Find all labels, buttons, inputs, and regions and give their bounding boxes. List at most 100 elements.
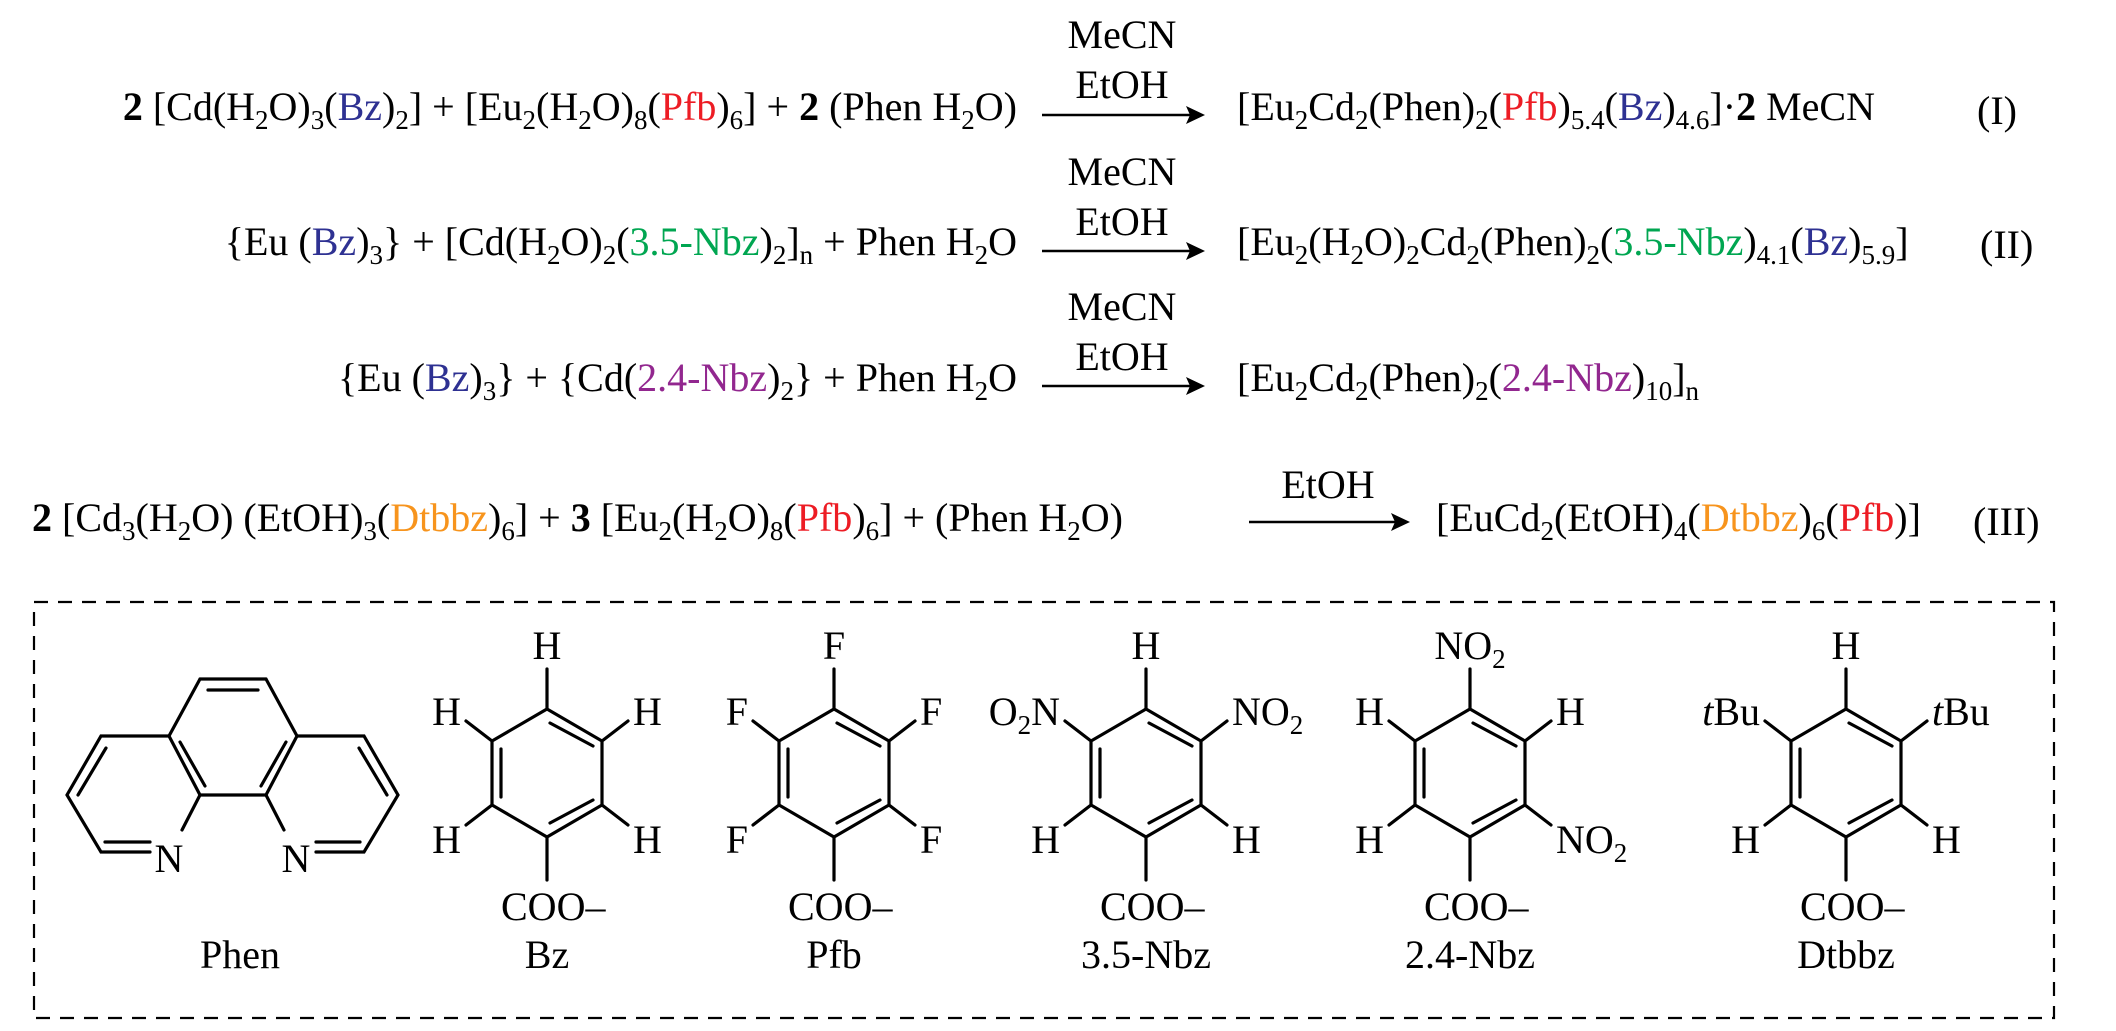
formula-text: [Cd(H	[143, 84, 255, 129]
formula-text: (	[377, 495, 390, 540]
formula-text: 2	[799, 84, 819, 129]
subscript: 2	[1466, 240, 1480, 270]
phen-nitrogen-right: N	[282, 836, 311, 881]
subscript: 3	[122, 516, 136, 546]
formula-text: O)	[1081, 495, 1123, 540]
carboxylate-group: COO–	[788, 884, 893, 929]
reaction-3-condition-1: MeCN	[1068, 284, 1177, 329]
substituent-lower-left: H	[1031, 817, 1060, 862]
ligand-name: Pfb	[806, 932, 862, 977]
substituent-upper-left: O2N	[989, 689, 1060, 740]
formula-text: O	[988, 219, 1017, 264]
formula-text: + Phen H	[813, 219, 974, 264]
ligand-abbreviation: Bz	[425, 355, 469, 400]
formula-text: ] +	[515, 495, 571, 540]
formula-text: F	[726, 817, 748, 862]
subscript: 6	[730, 105, 744, 135]
formula-text: O	[989, 689, 1018, 734]
substituent-top: NO2	[1434, 623, 1505, 674]
reaction-3: {Eu (Bz)3} + {Cd(2.4-Nbz)2} + Phen H2O M…	[338, 284, 1700, 406]
formula-text: (	[1790, 219, 1803, 264]
formula-text: )	[488, 495, 501, 540]
formula-text: 2	[123, 84, 143, 129]
formula-text: ] + (Phen H	[879, 495, 1067, 540]
subscript: 10	[1645, 376, 1672, 406]
substituent-upper-left: tBu	[1702, 689, 1760, 734]
reaction-4-reactants: 2 [Cd3(H2O) (EtOH)3(Dtbbz)6] + 3 [Eu2(H2…	[32, 495, 1123, 546]
formula-text: H	[1132, 623, 1161, 668]
reaction-arrow	[1042, 242, 1205, 260]
formula-text: [Eu	[1237, 84, 1295, 129]
formula-text: )	[356, 219, 369, 264]
reaction-4-condition-1: EtOH	[1281, 462, 1374, 507]
formula-text: O)	[592, 84, 634, 129]
substituent-lower-right: F	[920, 817, 942, 862]
formula-text: (	[1687, 495, 1700, 540]
ligand-abbreviation: Bz	[312, 219, 356, 264]
formula-text: H	[1355, 817, 1384, 862]
formula-text: O)	[975, 84, 1017, 129]
substituent-top: F	[823, 623, 845, 668]
formula-text: )	[469, 355, 482, 400]
subscript: 2	[178, 516, 192, 546]
formula-text: [EuCd	[1436, 495, 1540, 540]
formula-text: H	[432, 817, 461, 862]
formula-text: F	[823, 623, 845, 668]
formula-text: (Phen)	[1480, 219, 1587, 264]
subscript: 2	[975, 240, 989, 270]
subscript: 2	[1475, 105, 1489, 135]
formula-text: H	[1232, 817, 1261, 862]
formula-text: (	[1825, 495, 1838, 540]
formula-text: H	[1832, 623, 1861, 668]
subscript: 3	[363, 516, 377, 546]
reaction-2-condition-1: MeCN	[1068, 149, 1177, 194]
subscript: 3	[483, 376, 497, 406]
formula-text: (EtOH)	[1554, 495, 1674, 540]
substituent-upper-right: F	[920, 689, 942, 734]
formula-text: Cd	[1308, 84, 1355, 129]
reaction-4: 2 [Cd3(H2O) (EtOH)3(Dtbbz)6] + 3 [Eu2(H2…	[32, 462, 2040, 546]
formula-text: )	[1558, 84, 1571, 129]
phen-structure: N N Phen	[65, 677, 400, 977]
formula-text: {Eu (	[225, 219, 312, 264]
formula-text: (Phen H	[819, 84, 961, 129]
formula-text: ]	[1895, 219, 1908, 264]
formula-text: H	[1731, 817, 1760, 862]
formula-text: t	[1702, 689, 1714, 734]
substituent-lower-left: H	[1731, 817, 1760, 862]
subscript: 2	[1614, 838, 1628, 868]
formula-text: H	[533, 623, 562, 668]
substituent-lower-left: F	[726, 817, 748, 862]
formula-text: H	[1031, 817, 1060, 862]
subscript: 2	[1295, 240, 1309, 270]
subscript: 6	[866, 516, 880, 546]
benzene-ring	[1763, 667, 1929, 882]
benzene-ring	[464, 667, 630, 882]
reaction-1-condition-1: MeCN	[1068, 12, 1177, 57]
reaction-1-condition-2: EtOH	[1075, 62, 1168, 107]
subscript: n	[1686, 376, 1700, 406]
substituent-upper-right: H	[1556, 689, 1585, 734]
formula-text: t	[1932, 689, 1944, 734]
formula-text: ]	[1672, 355, 1685, 400]
reaction-2-label: (II)	[1980, 222, 2033, 267]
reaction-2-condition-2: EtOH	[1075, 199, 1168, 244]
formula-text: MeCN	[1756, 84, 1875, 129]
subscript: 2	[1587, 240, 1601, 270]
reaction-4-label: (III)	[1973, 499, 2040, 544]
subscript: 4.6	[1676, 105, 1710, 135]
reaction-1-reactants: 2 [Cd(H2O)3(Bz)2] + [Eu2(H2O)8(Pfb)6] + …	[123, 84, 1017, 135]
formula-text: (	[1605, 84, 1618, 129]
subscript: 2	[658, 516, 672, 546]
subscript: 2	[395, 105, 409, 135]
benzene-ring	[751, 667, 917, 882]
subscript: 2	[714, 516, 728, 546]
subscript: 6	[501, 516, 515, 546]
formula-text: (	[616, 219, 629, 264]
formula-text: 2	[32, 495, 52, 540]
subscript: 2	[1540, 516, 1554, 546]
